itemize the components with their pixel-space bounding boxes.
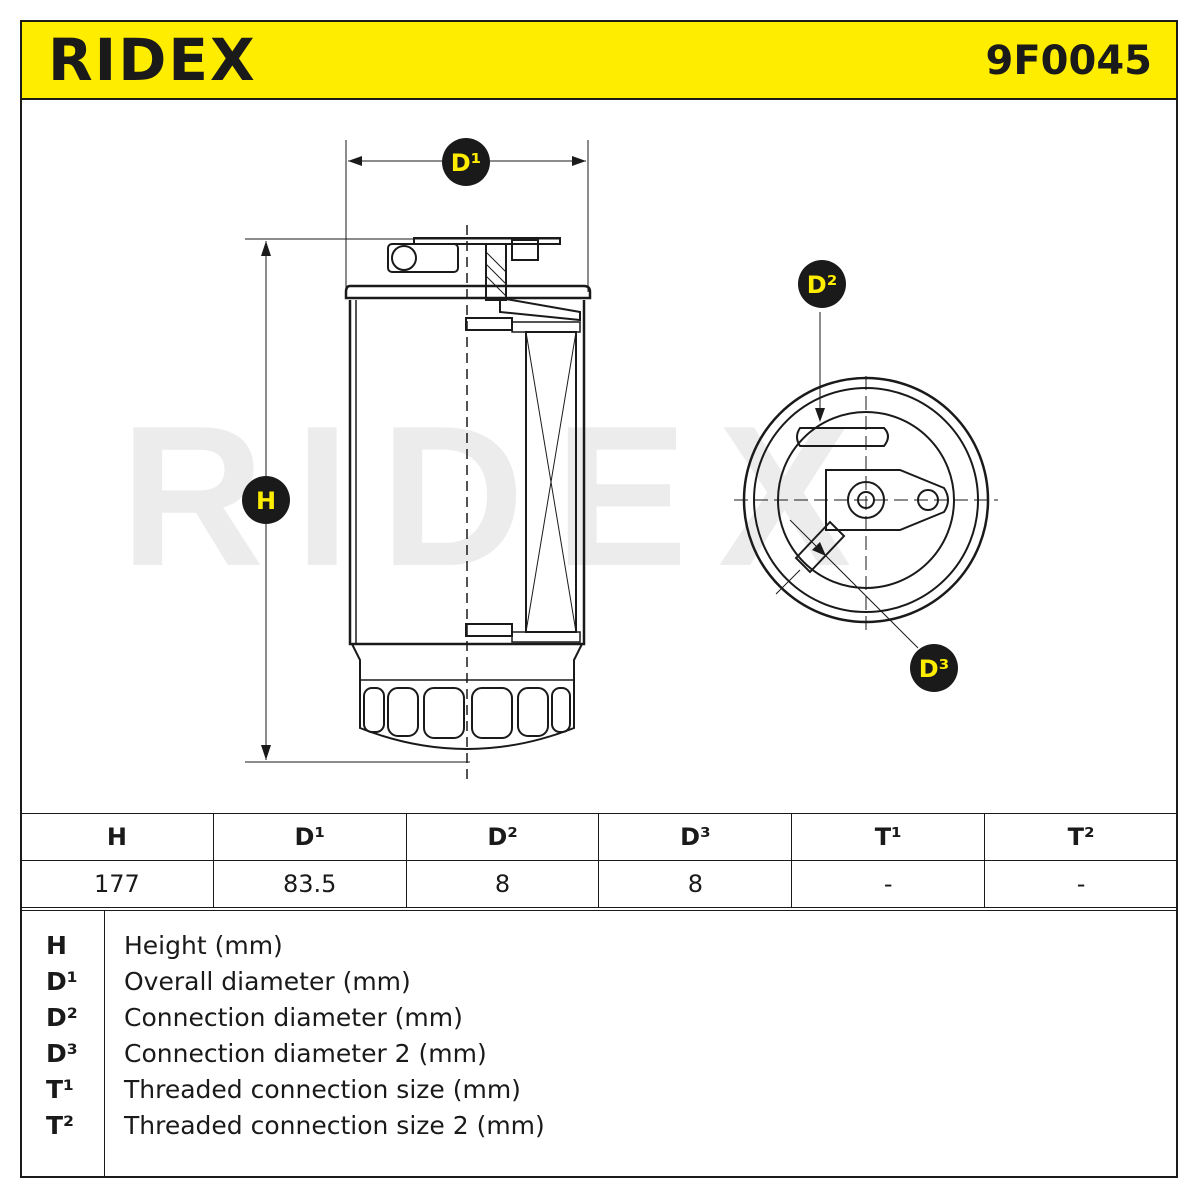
legend-desc: Threaded connection size 2 (mm): [124, 1111, 545, 1140]
legend: H Height (mm) D¹ Overall diameter (mm) D…: [20, 910, 1178, 1178]
legend-key: D²: [46, 1003, 78, 1032]
header-bar: RIDEX 9F0045: [20, 20, 1178, 100]
brand-logo: RIDEX: [48, 26, 257, 94]
badge-D1: D¹: [442, 138, 490, 186]
specs-header-cell: H: [20, 813, 214, 861]
svg-text:D²: D²: [807, 271, 837, 299]
legend-desc: Connection diameter (mm): [124, 1003, 463, 1032]
svg-text:D¹: D¹: [451, 149, 481, 177]
legend-desc: Overall diameter (mm): [124, 967, 411, 996]
specs-header-cell: D³: [598, 813, 793, 861]
part-number: 9F0045: [985, 38, 1152, 84]
legend-desc: Threaded connection size (mm): [124, 1075, 521, 1104]
badge-H: H: [242, 476, 290, 524]
specs-header-cell: T²: [984, 813, 1178, 861]
badge-D3: D³: [910, 644, 958, 692]
watermark: RIDEX: [120, 385, 881, 608]
legend-key: H: [46, 931, 67, 960]
specs-value-cell: 8: [598, 860, 793, 908]
specs-value-cell: -: [984, 860, 1178, 908]
specs-table: H D¹ D² D³ T¹ T² 177 83.5 8 8 - -: [20, 813, 1178, 908]
specs-value-cell: -: [791, 860, 986, 908]
filter-top-view: [734, 312, 998, 649]
legend-key: D¹: [46, 967, 78, 996]
svg-text:D³: D³: [919, 655, 949, 683]
legend-divider: [104, 911, 105, 1177]
badge-D2: D²: [798, 260, 846, 308]
specs-header-cell: D¹: [212, 813, 407, 861]
legend-desc: Connection diameter 2 (mm): [124, 1039, 487, 1068]
specs-value-cell: 8: [405, 860, 600, 908]
svg-text:H: H: [256, 487, 276, 515]
specs-header-cell: D²: [405, 813, 600, 861]
specs-header-cell: T¹: [791, 813, 986, 861]
legend-desc: Height (mm): [124, 931, 283, 960]
legend-key: T²: [46, 1111, 75, 1140]
specs-value-cell: 177: [20, 860, 214, 908]
specs-header-row: H D¹ D² D³ T¹ T²: [20, 813, 1178, 861]
filter-side-view: [245, 140, 592, 780]
legend-key: D³: [46, 1039, 78, 1068]
specs-value-cell: 83.5: [212, 860, 407, 908]
specs-value-row: 177 83.5 8 8 - -: [20, 860, 1178, 908]
legend-key: T¹: [46, 1075, 75, 1104]
